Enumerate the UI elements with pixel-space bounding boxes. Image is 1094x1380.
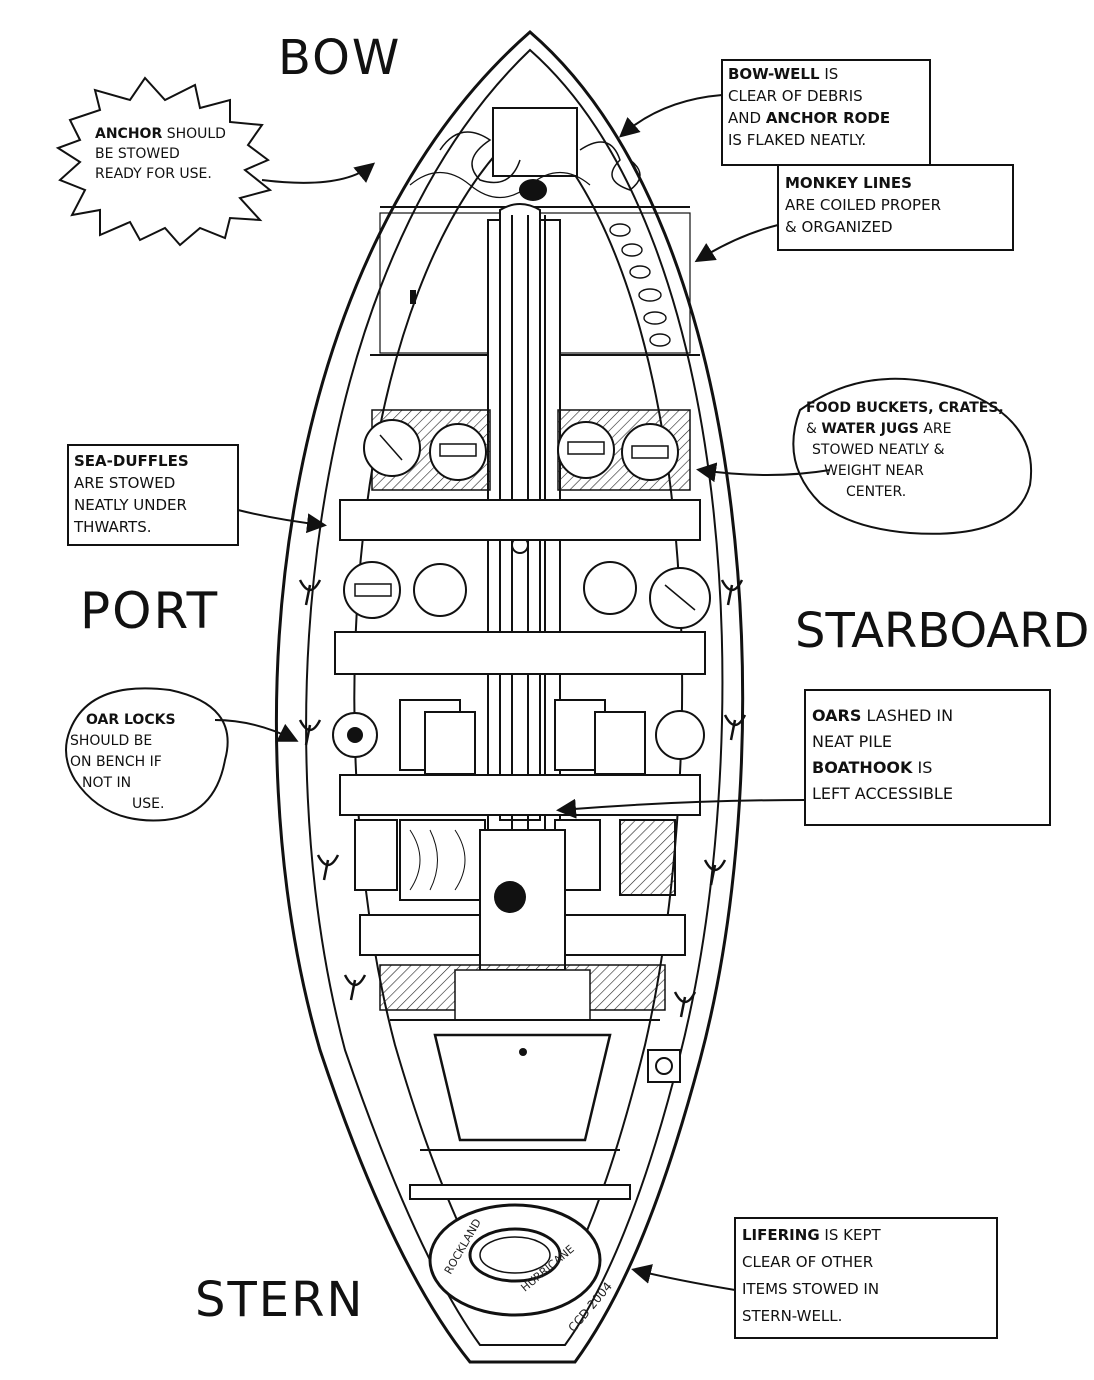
sea-duffles-line-3: NEATLY UNDER <box>74 496 187 514</box>
boathook-bold: BOATHOOK <box>812 758 913 777</box>
sea-duffles-note: SEA-DUFFLES ARE STOWED NEATLY UNDER THWA… <box>74 450 189 538</box>
monkey-lines-line-2: ARE COILED PROPER <box>785 196 942 214</box>
oar-locks-bold: OAR LOCKS <box>86 712 176 728</box>
lifering-line-2: CLEAR OF OTHER <box>742 1253 874 1271</box>
monkey-lines-bold: MONKEY LINES <box>785 174 912 192</box>
port-label: PORT <box>80 582 220 640</box>
sea-duffles-line-2: ARE STOWED <box>74 474 176 492</box>
food-line-5: CENTER. <box>846 484 907 500</box>
bow-well-line-4: IS FLAKED NEATLY. <box>728 131 867 149</box>
monkey-lines-line-3: & ORGANIZED <box>785 218 893 236</box>
water-jugs-bold: WATER JUGS <box>821 421 919 437</box>
oars-line-4: LEFT ACCESSIBLE <box>812 784 953 803</box>
food-are: ARE <box>923 421 952 437</box>
bow-well-box <box>492 107 578 177</box>
bow-label: BOW <box>278 30 402 86</box>
oars-box <box>804 689 1051 826</box>
food-line-3: STOWED NEATLY & <box>812 442 945 458</box>
bow-well-note: BOW-WELL IS CLEAR OF DEBRIS AND ANCHOR R… <box>728 63 890 151</box>
oars-is: IS <box>917 758 933 777</box>
anchor-line-1: SHOULD <box>166 126 226 142</box>
lifering-bold: LIFERING <box>742 1226 820 1244</box>
bow-well-line-2: CLEAR OF DEBRIS <box>728 87 863 105</box>
anchor-rode <box>439 131 641 191</box>
oar-locks-line-5: USE. <box>132 796 165 812</box>
oar-locks-line-4: NOT IN <box>82 775 132 791</box>
anchor-note: ANCHOR SHOULD BE STOWED READY FOR USE. <box>95 124 226 184</box>
bow-well-and: AND <box>728 109 762 127</box>
crate <box>399 819 486 901</box>
water-jugs <box>354 699 676 896</box>
lifering-line-4: STERN-WELL. <box>742 1307 843 1325</box>
food-line-4: WEIGHT NEAR <box>824 463 924 479</box>
stern-hatch <box>433 1033 612 1142</box>
oars-line-2: NEAT PILE <box>812 732 893 751</box>
anchor-line-2: BE STOWED <box>95 146 180 162</box>
oar-locks <box>298 579 747 1018</box>
food-bubble <box>792 377 1033 535</box>
hull-gunwale <box>305 48 724 1346</box>
oars-line-1: LASHED IN <box>866 706 954 725</box>
starboard-label: STARBOARD <box>795 603 1090 659</box>
lifering-line-3: ITEMS STOWED IN <box>742 1280 880 1298</box>
oars-bold: OARS <box>812 706 862 725</box>
monkey-lines-box <box>777 164 1014 251</box>
callout-arrows <box>214 94 831 1291</box>
bow-ring <box>519 179 547 201</box>
sea-duffles-bold: SEA-DUFFLES <box>74 452 189 470</box>
oars-note: OARS LASHED IN NEAT PILE BOATHOOK IS LEF… <box>812 703 953 807</box>
oar-locks-bubble <box>65 687 229 822</box>
food-note: FOOD BUCKETS, CRATES, & WATER JUGS ARE S… <box>806 398 1004 503</box>
oar-locks-line-2: SHOULD BE <box>70 733 153 749</box>
food-bold: FOOD BUCKETS, CRATES, <box>806 400 1004 416</box>
lifering-line-1: IS KEPT <box>824 1226 881 1244</box>
stern-label: STERN <box>195 1272 365 1328</box>
anchor-rode-bold: ANCHOR RODE <box>765 109 891 127</box>
oar-locks-line-3: ON BENCH IF <box>70 754 162 770</box>
anchor-starburst <box>55 76 273 247</box>
sea-duffles-box <box>67 444 239 546</box>
food-amp: & <box>806 421 817 437</box>
bow-well-bold: BOW-WELL <box>728 65 820 83</box>
lifering <box>428 1203 602 1317</box>
lifering-box <box>734 1217 998 1339</box>
sea-duffles-line-4: THWARTS. <box>74 518 152 536</box>
lifering-note: LIFERING IS KEPT CLEAR OF OTHER ITEMS ST… <box>742 1222 881 1330</box>
monkey-lines-note: MONKEY LINES ARE COILED PROPER & ORGANIZ… <box>785 172 941 238</box>
anchor-bold: ANCHOR <box>95 126 163 142</box>
anchor-line-3: READY FOR USE. <box>95 166 212 182</box>
monkey-lines <box>609 223 671 347</box>
bow-well-t1: IS <box>824 65 839 83</box>
oar-locks-note: OAR LOCKS SHOULD BE ON BENCH IF NOT IN U… <box>70 710 176 815</box>
